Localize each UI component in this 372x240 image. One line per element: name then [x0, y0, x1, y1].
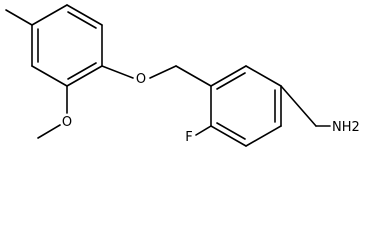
methylene-bond — [175, 65, 212, 87]
ether-bond — [149, 65, 177, 79]
right-aromatic-ring — [210, 65, 282, 147]
bond — [210, 125, 247, 147]
molecule-structure: O O F NH2 — [5, 4, 360, 147]
bond — [66, 65, 103, 87]
amine-label: NH2 — [332, 120, 360, 135]
ether-bond — [101, 65, 134, 79]
fluorine-bond — [195, 125, 212, 136]
double-bond — [67, 11, 97, 29]
left-aromatic-ring — [31, 4, 103, 87]
bond — [31, 4, 68, 26]
fluorine-label: F — [185, 130, 192, 145]
methoxy-oxygen-label: O — [62, 115, 72, 130]
double-bond — [216, 72, 246, 90]
bond — [31, 65, 68, 87]
bond — [210, 65, 247, 87]
double-bond — [67, 62, 97, 80]
methoxy-methyl-bond — [37, 124, 61, 139]
ether-oxygen-label: O — [136, 72, 146, 87]
bond — [245, 65, 282, 87]
double-bond — [216, 122, 246, 140]
aminomethyl-bond — [280, 85, 317, 127]
structure-canvas: O O F NH2 — [5, 4, 360, 147]
methyl-bond — [5, 9, 33, 26]
bond — [245, 125, 282, 147]
bond — [66, 4, 103, 26]
